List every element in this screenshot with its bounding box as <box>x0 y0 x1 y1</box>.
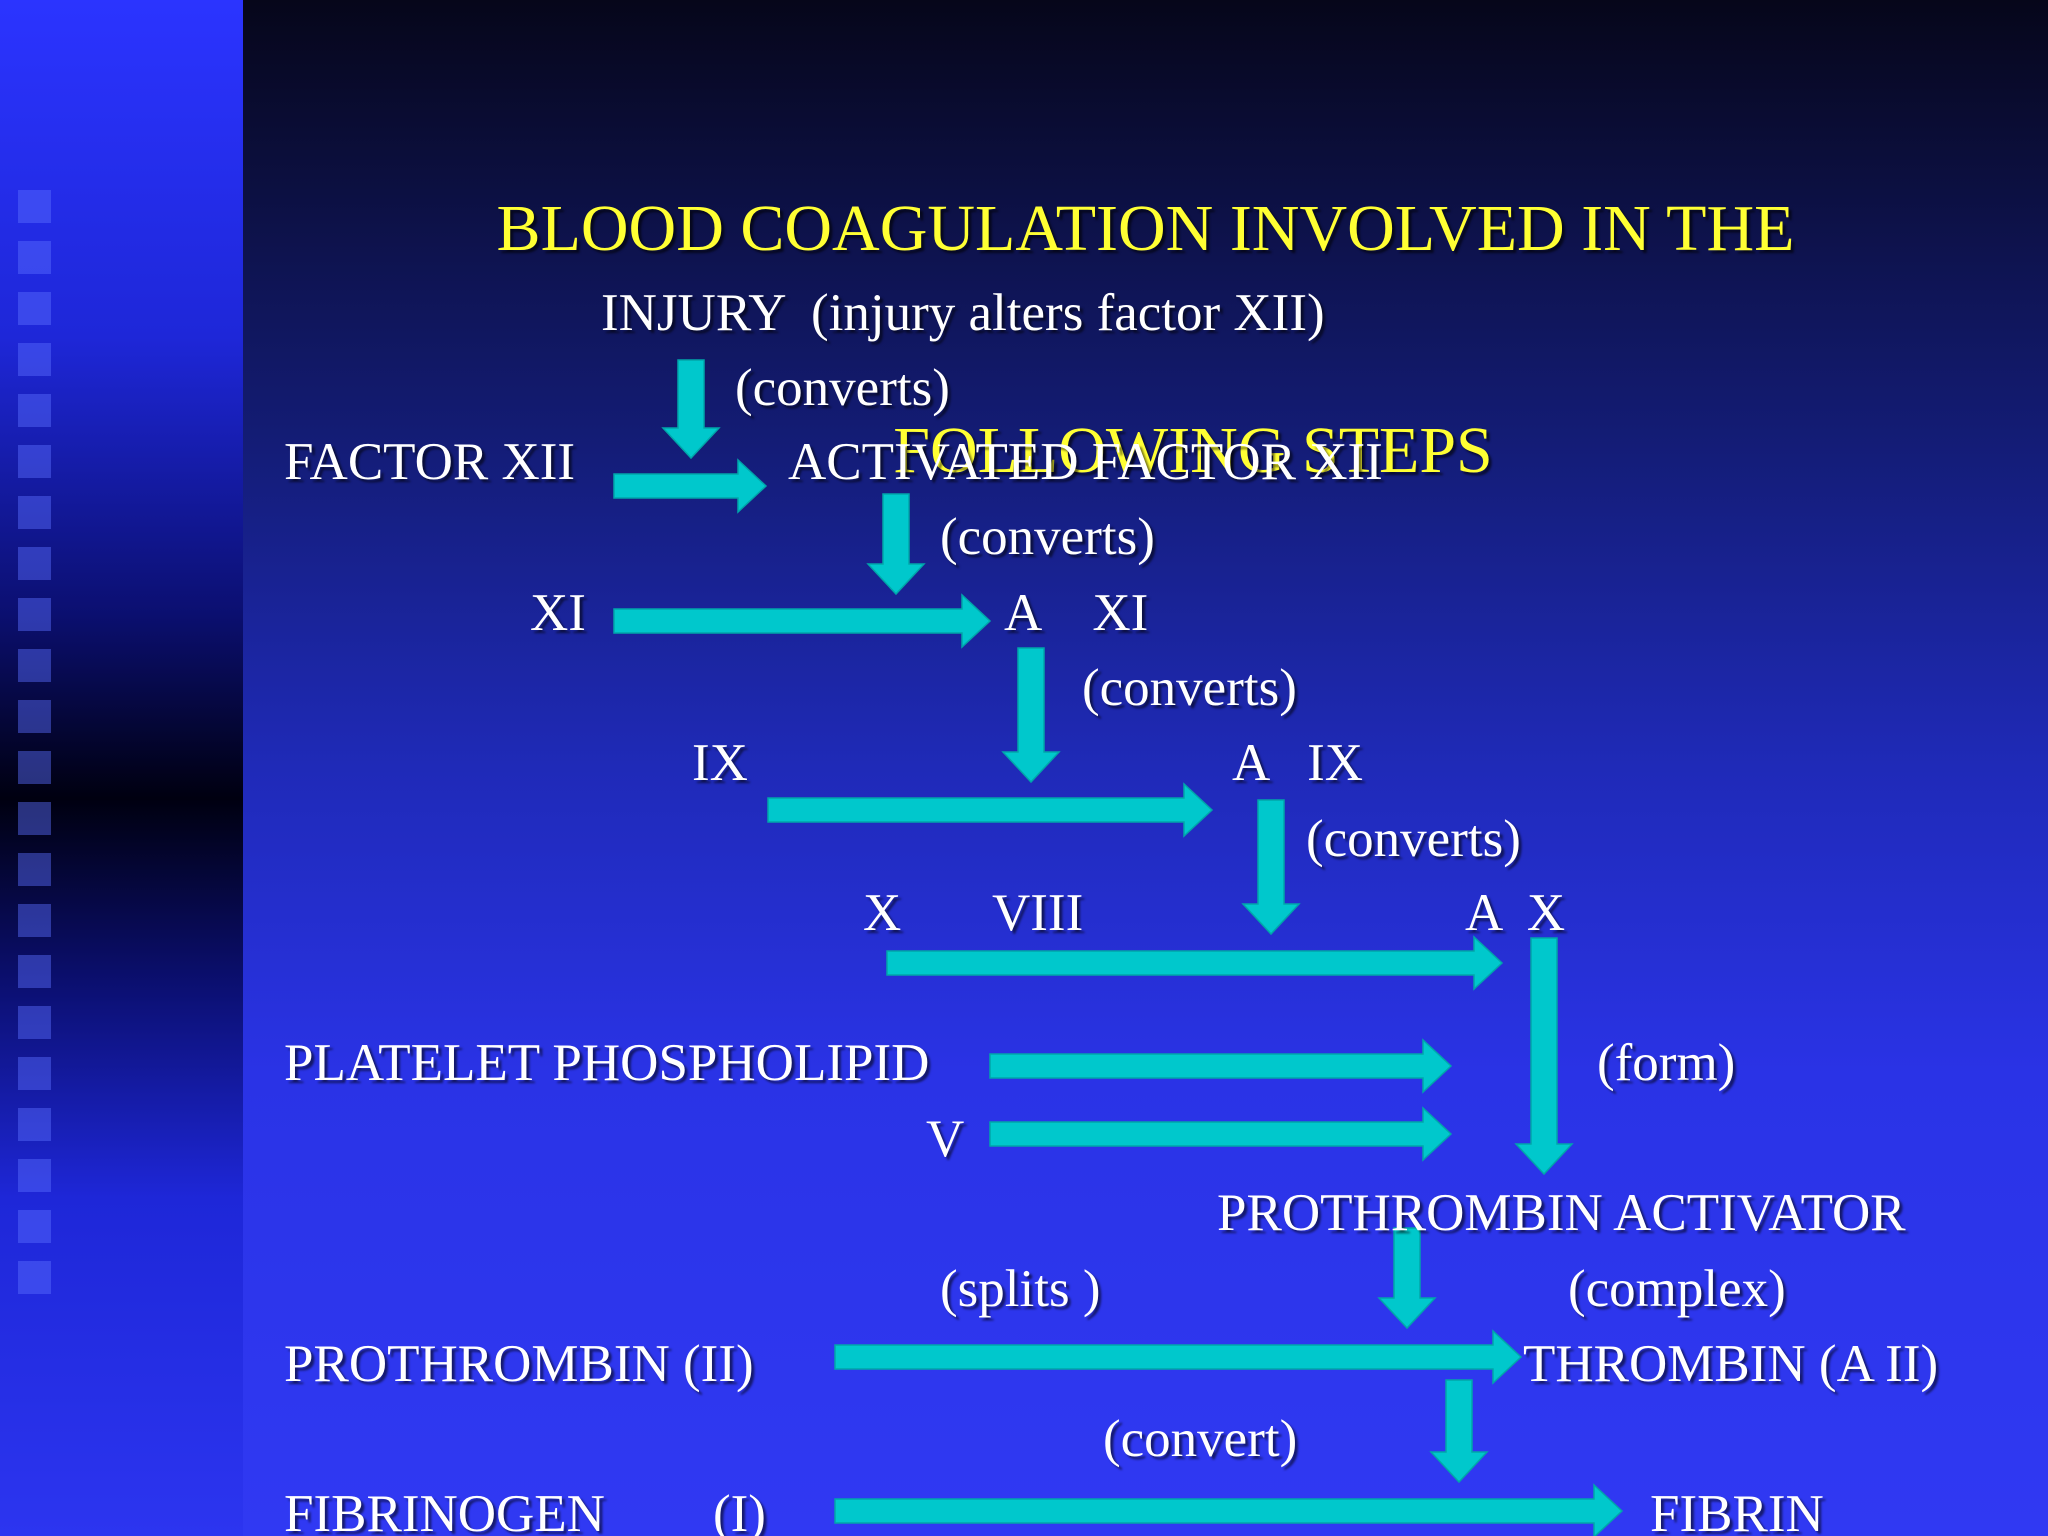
decorative-square <box>18 343 51 376</box>
decorative-square <box>18 598 51 631</box>
node-thrombin: THROMBIN (A II) <box>1523 1335 1939 1393</box>
label-converts-3: (converts) <box>1082 659 1297 717</box>
node-prothrombin-activator: PROTHROMBIN ACTIVATOR <box>1217 1184 1906 1242</box>
node-fibrin: FIBRIN <box>1650 1485 1824 1536</box>
arrow-activator-down <box>1377 1227 1437 1330</box>
decorative-square <box>18 1006 51 1039</box>
decorative-square <box>18 955 51 988</box>
decorative-square <box>18 445 51 478</box>
label-complex: (complex) <box>1568 1260 1786 1318</box>
node-fibrinogen-number: (I) <box>713 1485 766 1536</box>
decorative-square <box>18 292 51 325</box>
decorative-square <box>18 190 51 223</box>
node-a-x: A X <box>1465 884 1566 942</box>
arrow-factor-xii-to-activated <box>613 458 768 514</box>
decorative-square <box>18 1261 51 1294</box>
arrow-activated-xii-down <box>866 493 926 596</box>
node-fibrinogen: FIBRINOGEN <box>284 1485 605 1536</box>
node-injury: INJURY (injury alters factor XII) <box>601 284 1325 342</box>
node-xi: XI <box>530 584 586 642</box>
node-platelet-phospholipid: PLATELET PHOSPHOLIPID <box>284 1034 930 1092</box>
title-line-1: BLOOD COAGULATION INVOLVED IN THE <box>496 192 1795 265</box>
decorative-square <box>18 1057 51 1090</box>
node-prothrombin: PROTHROMBIN (II) <box>284 1335 754 1393</box>
decorative-square <box>18 241 51 274</box>
decorative-squares <box>18 190 54 1310</box>
arrow-thrombin-down <box>1429 1379 1489 1484</box>
label-form: (form) <box>1597 1034 1736 1092</box>
label-converts-1: (converts) <box>735 359 950 417</box>
arrow-x-to-a-x <box>886 935 1504 991</box>
label-converts-4: (converts) <box>1306 810 1521 868</box>
node-activated-factor-xii: ACTIVATED FACTOR XII <box>788 433 1383 491</box>
slide-title: BLOOD COAGULATION INVOLVED IN THE FOLLOW… <box>243 44 2048 636</box>
decorative-square <box>18 700 51 733</box>
label-convert: (convert) <box>1103 1410 1298 1468</box>
arrow-xi-to-a-xi <box>613 593 992 649</box>
node-a-ix: A IX <box>1232 734 1364 792</box>
decorative-square <box>18 496 51 529</box>
arrow-a-x-to-activator <box>1514 937 1574 1176</box>
node-factor-xii: FACTOR XII <box>284 433 576 491</box>
label-splits: (splits ) <box>940 1260 1101 1318</box>
arrow-platelet-phospholipid <box>989 1038 1453 1094</box>
decorative-square <box>18 853 51 886</box>
left-decorative-strip <box>0 0 243 1536</box>
node-a-xi: A XI <box>1004 584 1149 642</box>
decorative-square <box>18 1210 51 1243</box>
arrow-ix-to-a-ix <box>767 782 1214 838</box>
node-ix: IX <box>692 734 748 792</box>
node-x: X <box>863 884 902 942</box>
decorative-square <box>18 394 51 427</box>
decorative-square <box>18 547 51 580</box>
decorative-square <box>18 649 51 682</box>
decorative-square <box>18 1108 51 1141</box>
label-converts-2: (converts) <box>940 508 1155 566</box>
arrow-a-ix-down <box>1241 799 1301 936</box>
arrow-injury-down <box>661 359 721 460</box>
arrow-a-xi-down <box>1001 647 1061 784</box>
decorative-square <box>18 1159 51 1192</box>
decorative-square <box>18 751 51 784</box>
node-viii: VIII <box>992 884 1084 942</box>
arrow-v <box>989 1106 1453 1162</box>
title-line-2: FOLLOWING STEPS <box>893 414 1493 487</box>
decorative-square <box>18 904 51 937</box>
arrow-prothrombin-to-thrombin <box>834 1329 1523 1385</box>
decorative-square <box>18 802 51 835</box>
arrow-fibrinogen-to-fibrin <box>834 1483 1624 1536</box>
node-v: V <box>926 1110 965 1168</box>
